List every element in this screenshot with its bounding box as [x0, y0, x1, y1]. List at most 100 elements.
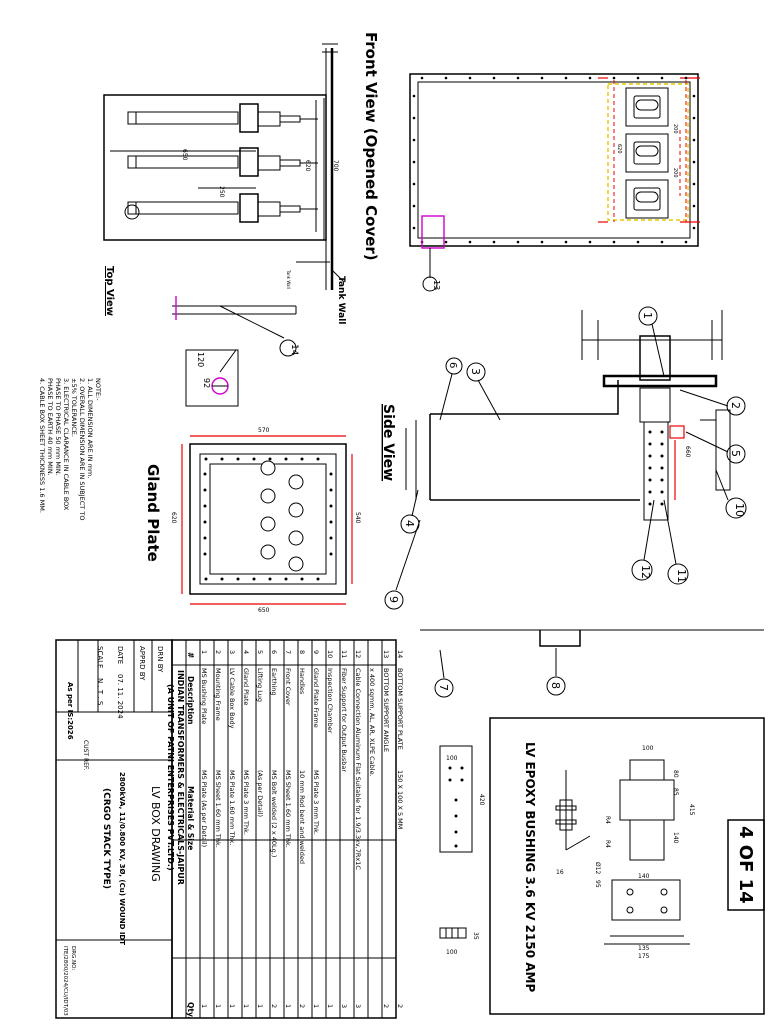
bolt: [252, 457, 256, 461]
bom-row-qty: 2: [396, 1004, 404, 1008]
cable-gland-hole: [260, 516, 276, 532]
note-line-2: 2. OVERALL DIMENSION ARE IN SUBJECT TO: [78, 378, 86, 520]
tb-cust-ref: CUST REF.: [82, 740, 89, 770]
bom-row-no: 13: [382, 650, 390, 658]
bolt: [268, 457, 272, 461]
fv-dim-700: 700: [332, 160, 339, 172]
balloon-7-num: 7: [437, 684, 450, 691]
fc-plate-2: [625, 133, 669, 173]
bolt: [236, 577, 240, 581]
bom-row-mat: MS Plate (As per Detail): [200, 770, 208, 847]
busbar-hole: [660, 466, 664, 470]
fc-dim-200b: 200: [672, 168, 678, 178]
note-line-5: PHASE TO PHASE 50 mm MIN.: [54, 378, 62, 476]
bolt: [564, 240, 568, 244]
bom-row-desc: LV Cable Box Body: [228, 668, 236, 729]
fv-dim-620: 620: [304, 160, 311, 172]
bom-row-desc: Fiber Support for Output Busbar: [340, 668, 348, 772]
bom-row-qty: 2: [382, 1004, 390, 1008]
balloon-6: 6: [439, 357, 463, 421]
bu-dim-16: 16: [556, 869, 564, 876]
bu-dim-d12: Ø12: [594, 862, 601, 875]
bolt: [316, 577, 320, 581]
bolt: [203, 520, 207, 524]
bolt: [329, 520, 333, 524]
tb-drg-no-label: DRG.NO:: [70, 946, 76, 970]
gp-dim-650: 650: [258, 607, 270, 614]
bom-row-no: 6: [270, 650, 278, 654]
busbar-hole: [648, 490, 652, 494]
title-block: [55, 639, 173, 1019]
bolt: [564, 76, 568, 80]
bolt: [660, 240, 664, 244]
balloon-7: 7: [434, 649, 454, 698]
support-hole: [454, 844, 458, 848]
bu-dim-95: 95: [594, 880, 601, 888]
bom-row-mat: (As per Detail): [256, 770, 264, 817]
tb-core: (CRGO STACK TYPE): [101, 788, 111, 889]
balloon-4-num: 4: [403, 520, 416, 527]
balloon-3: 3: [466, 362, 501, 421]
bolt: [516, 76, 520, 80]
note-line-7: 4. CABLE BOX SHEET THICKNESS 1.6 MM.: [38, 378, 46, 513]
balloon-14-num: 14: [289, 344, 299, 356]
bolt: [412, 204, 416, 208]
bom-header-mat: Material & Size: [186, 786, 195, 850]
bolt: [300, 577, 304, 581]
company-line-1: INDIAN TRANSFORMERS & ELECTRICALS-JAIPUR: [176, 670, 185, 885]
tb-date-label: DATE: [116, 646, 124, 664]
bolt: [203, 536, 207, 540]
bom-header-desc: Description: [186, 676, 195, 725]
support-hole: [454, 830, 458, 834]
balloon-5: 5: [685, 431, 746, 464]
note-line-1: 1. ALL DIMENSION ARE IN mm.: [86, 378, 94, 478]
bolt: [203, 504, 207, 508]
bom-header-no: #: [186, 652, 195, 658]
balloon-6-num: 6: [447, 362, 458, 368]
tb-rating: 2800kVA, 11/0.800 KV, 3Ø, (Cu) WOUND IDT: [118, 772, 126, 945]
tb-scale: N . T . S: [96, 678, 104, 706]
balloon-9-num: 9: [387, 596, 400, 603]
bolt: [204, 457, 208, 461]
bolt: [516, 240, 520, 244]
bolt: [412, 138, 416, 142]
bolt: [300, 457, 304, 461]
tb-scale-label: SCALE: [96, 646, 104, 668]
cable-gland-hole: [260, 544, 276, 560]
bolt: [444, 76, 448, 80]
bom-row-desc: Front Cover: [284, 668, 292, 706]
bu-dim-140a: 140: [672, 832, 679, 844]
lifting-lug-detail: [172, 296, 297, 407]
bolt: [268, 577, 272, 581]
bu-dim-80: 80: [672, 770, 679, 778]
bom-row-qty: 2: [270, 1004, 278, 1008]
sheet-page-label: 4 OF 14: [735, 826, 756, 904]
bom-row-desc: Gland Plate Frame: [312, 668, 320, 728]
bom-row-desc: Handles: [298, 668, 306, 695]
bom-row-no: 4: [242, 650, 250, 654]
bu-dim-r4b: R4: [604, 840, 611, 848]
bolt: [692, 182, 696, 186]
note-line-3: ±5% TOLERANCE.: [70, 378, 78, 437]
support-plate-detail: [439, 745, 473, 939]
tb-drn-by: DRN BY: [156, 646, 164, 673]
fc-dim-620: 620: [616, 144, 622, 154]
bp-dim-100b: 100: [446, 949, 458, 956]
bu-dim-100: 100: [642, 745, 654, 752]
busbar-hole: [660, 454, 664, 458]
bom-row-no: 1: [200, 650, 208, 654]
bom-row-qty: 1: [242, 1004, 250, 1008]
bom-row-desc: BOTTOM SUPPORT PLATE: [396, 668, 404, 750]
bolt: [316, 457, 320, 461]
bp-dim-100a: 100: [446, 755, 458, 762]
bom-row-desc: Inspection Chamber: [326, 668, 334, 734]
bolt: [203, 488, 207, 492]
bp-dim-35: 35: [472, 932, 479, 940]
busbar-hole: [648, 442, 652, 446]
bolt: [236, 457, 240, 461]
balloon-12-num: 12: [639, 565, 652, 579]
bolt: [468, 76, 472, 80]
gp-dim-540: 540: [354, 512, 361, 524]
bom-row-no: 3: [228, 650, 236, 654]
